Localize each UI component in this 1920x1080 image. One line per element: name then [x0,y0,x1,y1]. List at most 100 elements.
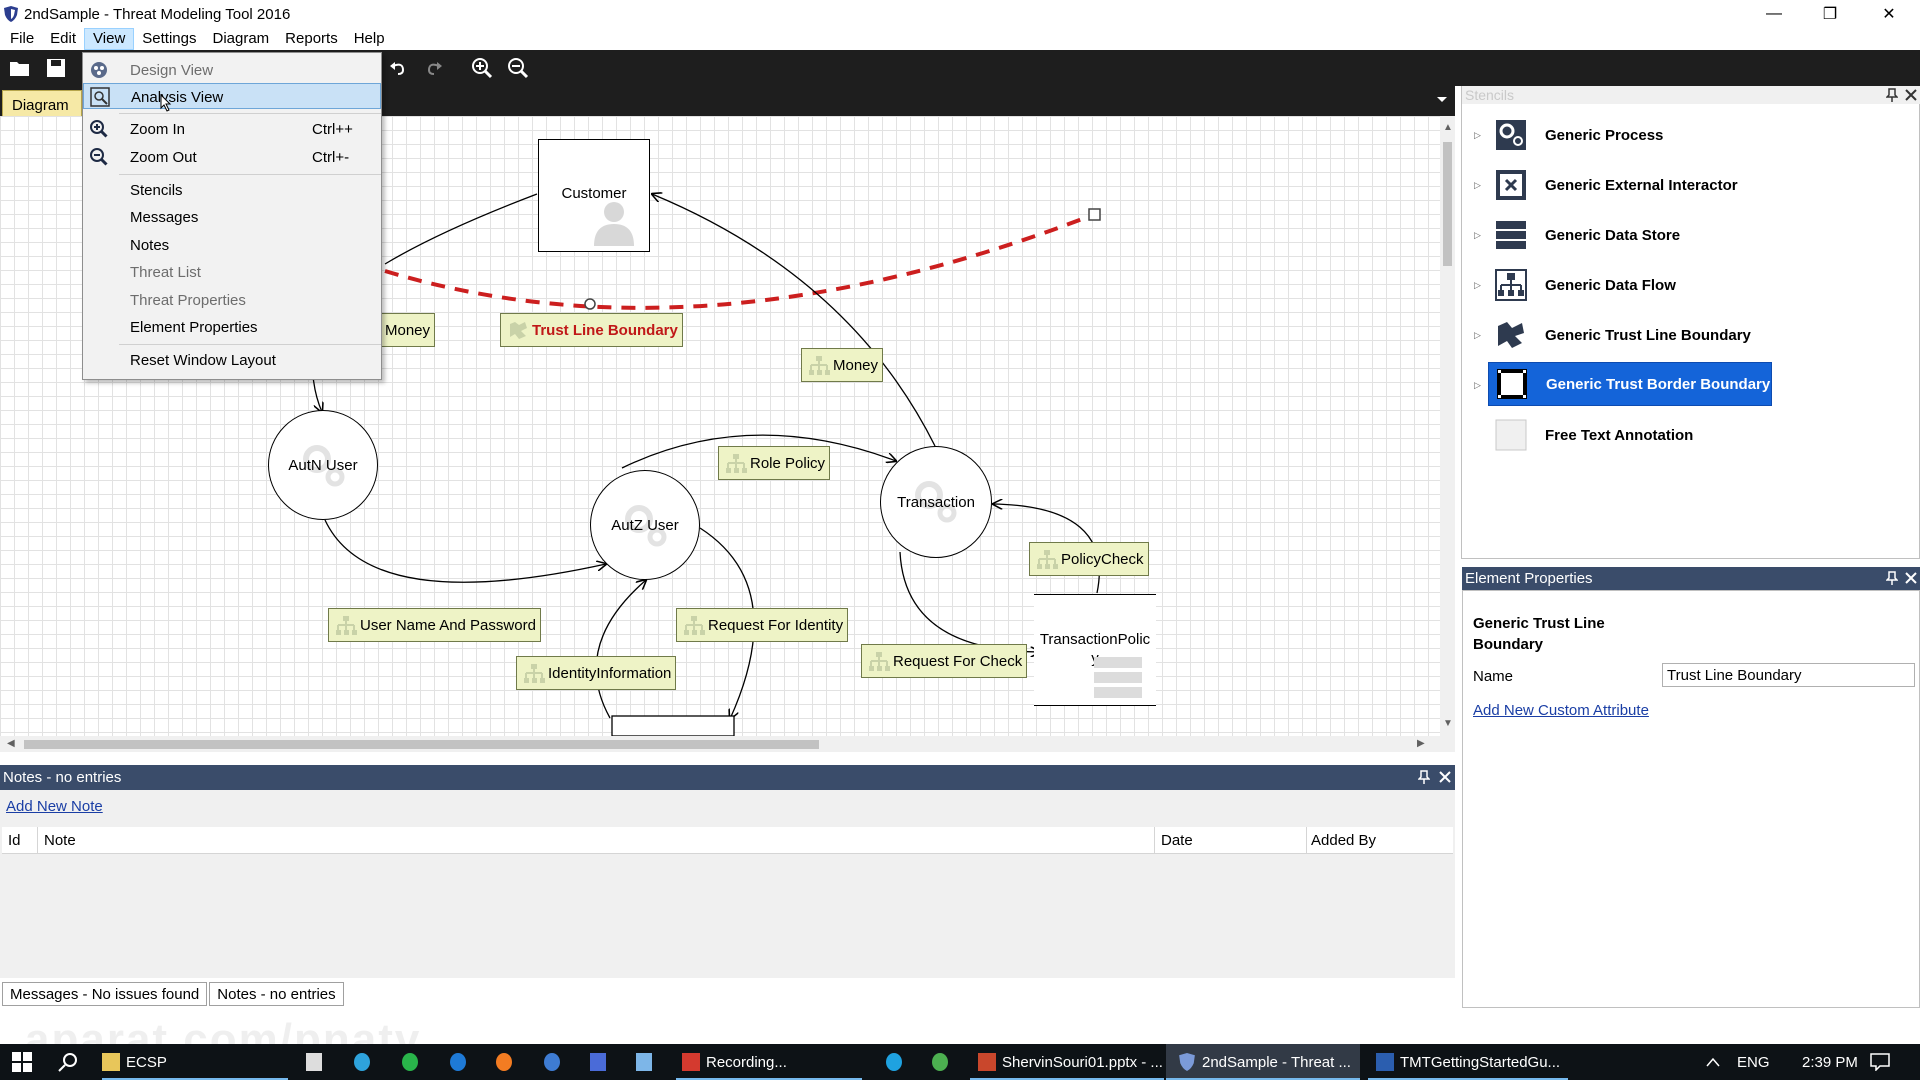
boundary-end-handle[interactable] [1088,208,1101,221]
pin-icon[interactable] [1418,770,1430,784]
redo-icon[interactable] [422,56,446,80]
expand-arrow-icon[interactable]: ▷ [1474,130,1481,140]
flow-label-request-identity[interactable]: Request For Identity [676,608,849,642]
taskbar-powerpoint[interactable]: ShervinSouri01.pptx - ... [970,1044,1164,1080]
close-icon[interactable] [1905,572,1917,584]
taskbar-chrome[interactable] [932,1044,954,1080]
pin-icon[interactable] [1886,88,1898,102]
column-id[interactable]: Id [8,832,21,849]
close-button[interactable]: ✕ [1882,6,1896,23]
column-date[interactable]: Date [1161,832,1193,849]
menu-edit[interactable]: Edit [50,30,77,47]
menu-view[interactable]: View [84,28,135,50]
search-button[interactable] [54,1044,82,1080]
vertical-scroll-thumb[interactable] [1443,142,1452,266]
flow-label-identity-information[interactable]: IdentityInformation [516,656,677,690]
canvas-vertical-scrollbar[interactable]: ▲ ▼ [1440,116,1455,736]
scroll-right-arrow-icon[interactable]: ▶ [1417,738,1425,749]
flow-label-money-right[interactable]: Money [801,348,884,382]
close-icon[interactable] [1905,89,1917,101]
toolbar-zoom-in-icon[interactable] [470,56,494,80]
stencil-generic-trust-border-boundary[interactable]: Generic Trust Border Boundary [1488,362,1772,406]
flow-label-user-name-password[interactable]: User Name And Password [328,608,541,642]
canvas-horizontal-scrollbar[interactable]: ◀ ▶ [0,736,1455,752]
taskbar-skype[interactable] [886,1044,908,1080]
tab-dropdown-icon[interactable] [1436,96,1448,104]
menu-item-element-properties[interactable]: Element Properties [130,319,258,336]
column-added-by[interactable]: Added By [1311,832,1377,849]
taskbar-browser[interactable] [544,1044,566,1080]
stencil-generic-data-store[interactable]: Generic Data Store [1488,213,1772,257]
trust-line-boundary-curve[interactable] [384,214,1091,310]
scroll-down-arrow-icon[interactable]: ▼ [1443,718,1453,729]
expand-arrow-icon[interactable]: ▷ [1474,330,1481,340]
boundary-mid-handle[interactable] [584,298,596,310]
flow-label-trust-boundary[interactable]: Trust Line Boundary [500,313,683,347]
column-note[interactable]: Note [44,832,76,849]
maximize-button[interactable]: ❐ [1822,6,1838,23]
taskbar-edge[interactable] [450,1044,472,1080]
tab-notes[interactable]: Notes - no entries [209,982,344,1006]
pin-icon[interactable] [1886,571,1898,585]
minimize-button[interactable]: — [1766,5,1782,22]
menu-item-threat-list[interactable]: Threat List [130,264,201,281]
start-button[interactable] [0,1044,44,1080]
diagram-canvas[interactable]: Customer AutN User AutZ User Transaction… [0,116,1440,736]
tray-chevron-icon[interactable] [1706,1044,1726,1080]
scroll-left-arrow-icon[interactable]: ◀ [7,738,15,749]
menu-reports[interactable]: Reports [285,30,338,47]
stencil-generic-trust-line-boundary[interactable]: Generic Trust Line Boundary [1488,313,1772,357]
taskbar-app[interactable] [590,1044,612,1080]
customer-interactor[interactable]: Customer [538,139,650,252]
open-folder-icon[interactable] [8,56,32,80]
taskbar-app2[interactable] [636,1044,658,1080]
close-icon[interactable] [1439,771,1451,783]
stencil-generic-process[interactable]: Generic Process [1488,113,1772,157]
stencil-generic-external-interactor[interactable]: Generic External Interactor [1488,163,1772,207]
taskbar-telegram[interactable] [354,1044,376,1080]
menu-diagram[interactable]: Diagram [212,30,270,47]
language-indicator[interactable]: ENG [1737,1053,1770,1071]
save-icon[interactable] [44,56,68,80]
stencil-free-text-annotation[interactable]: Free Text Annotation [1488,413,1772,457]
tab-messages[interactable]: Messages - No issues found [2,982,208,1006]
menu-item-threat-properties[interactable]: Threat Properties [130,292,246,309]
scroll-up-arrow-icon[interactable]: ▲ [1443,122,1453,133]
menu-file[interactable]: File [10,30,35,47]
menu-item-analysis-view[interactable]: Analysis View [83,83,381,112]
notifications-button[interactable] [1866,1044,1894,1080]
menu-item-reset-window-layout[interactable]: Reset Window Layout [130,352,276,369]
add-custom-attribute-link[interactable]: Add New Custom Attribute [1473,702,1649,719]
menu-item-zoom-in[interactable]: Zoom In Ctrl++ [83,116,381,142]
taskbar-ecsp[interactable]: ECSP [102,1044,288,1080]
menu-item-stencils[interactable]: Stencils [130,182,183,199]
menu-item-design-view[interactable]: Design View [83,57,381,83]
clock[interactable]: 2:39 PM [1802,1053,1858,1071]
toolbar-zoom-out-icon[interactable] [506,56,530,80]
expand-arrow-icon[interactable]: ▷ [1474,280,1481,290]
flow-label-policy-check[interactable]: PolicyCheck [1029,542,1149,576]
name-input[interactable]: Trust Line Boundary [1662,663,1915,687]
horizontal-scroll-thumb[interactable] [24,740,819,749]
taskbar-word[interactable]: TMTGettingStartedGu... [1368,1044,1568,1080]
taskbar-threat-modeling[interactable]: 2ndSample - Threat ... [1166,1044,1360,1080]
add-new-note-link[interactable]: Add New Note [6,798,103,815]
taskbar-firefox[interactable] [496,1044,518,1080]
flow-label-role-policy[interactable]: Role Policy [718,446,831,480]
process-autn-user[interactable]: AutN User [268,410,378,520]
flow-label-request-check[interactable]: Request For Check [861,644,1028,678]
menu-item-notes[interactable]: Notes [130,237,170,254]
taskbar-recording[interactable]: Recording... [676,1044,862,1080]
expand-arrow-icon[interactable]: ▷ [1474,230,1481,240]
menu-settings[interactable]: Settings [142,30,197,47]
menu-help[interactable]: Help [353,30,385,47]
expand-arrow-icon[interactable]: ▷ [1474,180,1481,190]
taskbar-mail[interactable] [306,1044,328,1080]
data-store-transactionpolicy[interactable]: TransactionPolic y [1034,594,1156,706]
taskbar-whatsapp[interactable] [402,1044,424,1080]
menu-item-zoom-out[interactable]: Zoom Out Ctrl+- [83,144,381,170]
tab-diagram-1[interactable]: Diagram 1 [2,90,82,131]
menu-item-messages[interactable]: Messages [130,209,199,226]
process-autz-user[interactable]: AutZ User [590,470,700,580]
undo-icon[interactable] [386,56,410,80]
